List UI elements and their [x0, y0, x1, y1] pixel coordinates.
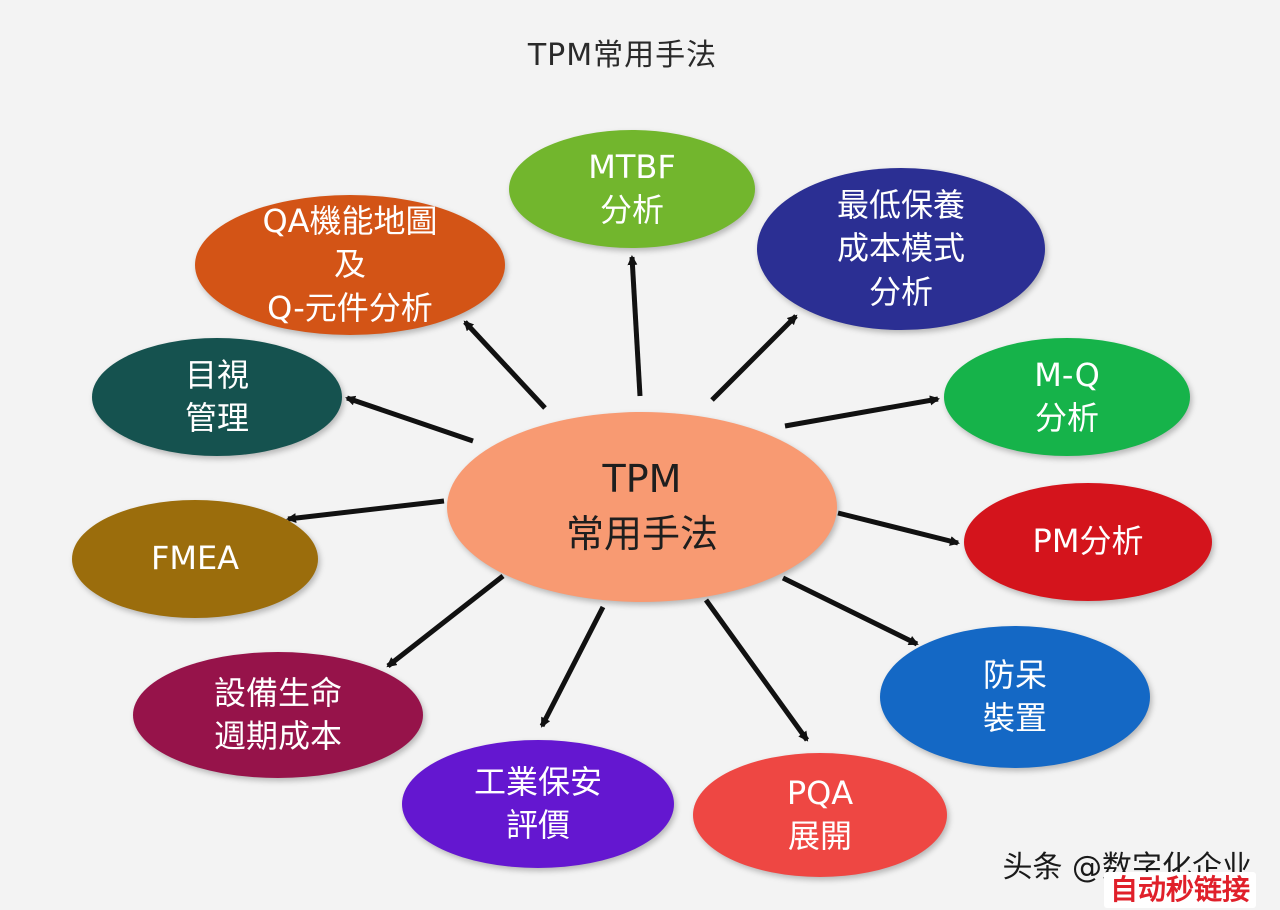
node-fool-proof: 防呆 裝置	[880, 626, 1150, 768]
center-node-label: TPM 常用手法	[565, 456, 718, 556]
node-qa-map-label: QA機能地圖 及 Q-元件分析	[262, 202, 438, 327]
node-fmea-label: FMEA	[150, 539, 240, 578]
node-fmea: FMEA	[72, 500, 318, 618]
arrow-to-safety	[539, 605, 606, 728]
node-mq-analysis-label: M-Q 分析	[1034, 355, 1100, 437]
node-lifecycle-cost-label: 設備生命 週期成本	[213, 673, 342, 755]
arrow-to-fool-proof	[781, 575, 919, 647]
node-pm-analysis: PM分析	[964, 483, 1212, 601]
arrow-to-mtbf	[627, 255, 643, 397]
arrow-to-pqa	[703, 598, 810, 742]
node-lifecycle-cost: 設備生命 週期成本	[133, 652, 423, 778]
node-pqa: PQA 展開	[693, 753, 947, 877]
page-title: TPM常用手法	[527, 38, 718, 73]
node-visual-management-label: 目視 管理	[184, 355, 249, 437]
node-pqa-label: PQA 展開	[786, 773, 854, 855]
arrow-to-fmea	[286, 498, 445, 524]
node-industrial-safety-label: 工業保安 評價	[473, 762, 602, 844]
arrow-to-mq	[784, 395, 940, 429]
arrow-to-lifecycle	[386, 574, 505, 668]
node-visual-management: 目視 管理	[92, 338, 342, 456]
arrow-to-pm	[837, 510, 960, 546]
arrow-to-qa-map	[463, 320, 547, 410]
node-industrial-safety: 工業保安 評價	[402, 740, 674, 868]
node-fool-proof-label: 防呆 裝置	[982, 655, 1047, 737]
node-min-maintenance-cost-label: 最低保養 成本模式 分析	[836, 186, 965, 311]
node-min-maintenance-cost: 最低保養 成本模式 分析	[757, 168, 1045, 330]
auto-link-badge: 自动秒链接	[1103, 872, 1256, 908]
node-mtbf-label: MTBF 分析	[588, 147, 676, 229]
arrow-to-visual	[345, 395, 474, 444]
node-mq-analysis: M-Q 分析	[944, 338, 1190, 456]
center-node-tpm: TPM 常用手法	[447, 412, 837, 602]
node-pm-analysis-label: PM分析	[1032, 522, 1144, 561]
node-qa-map: QA機能地圖 及 Q-元件分析	[195, 195, 505, 335]
arrow-to-min-cost	[710, 314, 798, 402]
node-mtbf: MTBF 分析	[509, 130, 755, 248]
